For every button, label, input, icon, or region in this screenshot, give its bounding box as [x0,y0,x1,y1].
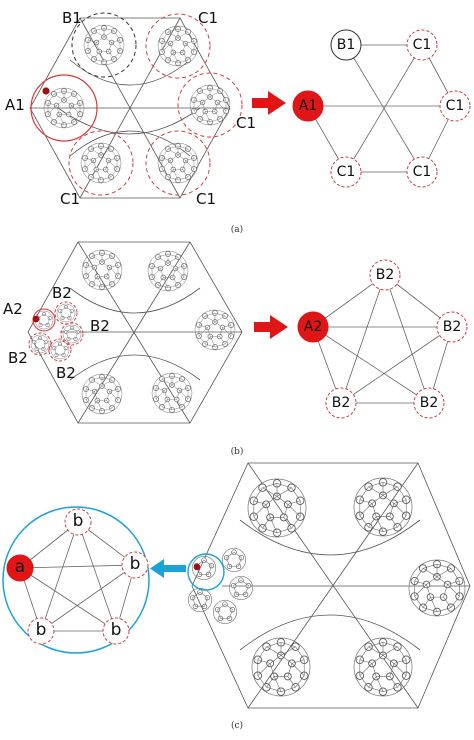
cluster-ring-b1 [71,12,137,78]
panel-c-network [191,462,471,709]
label-b2: B2 [8,349,28,367]
graph-label-b: b [111,620,122,640]
label-b1: B1 [62,9,82,27]
graph-label-c1: C1 [413,37,432,53]
cluster-ring-b2 [48,338,72,362]
graph-node-a1 [292,90,324,122]
hub-node [32,315,40,323]
graph-node-c1 [330,156,362,188]
graph-label-b2: B2 [443,319,462,335]
label-c1: C1 [198,9,218,27]
graph-label-a2: A2 [304,319,322,335]
panel-b-network [27,241,243,424]
cluster [408,559,466,617]
graph-node-c1 [406,29,438,61]
cluster-ring-c1 [68,130,134,196]
label-c1: C1 [236,114,256,132]
graph-label-a1: A1 [299,98,317,114]
sub-cluster [30,334,50,354]
graph-label-b: b [36,620,47,640]
graph-label-b: b [73,511,84,531]
graph-node-b2 [436,311,468,343]
cluster-ring-c1 [177,72,243,138]
red-arrow-icon [252,91,286,115]
cluster-ring-b2 [60,322,84,346]
panel-c: b a b b b (c) [2,462,471,731]
graph-node-b2 [413,387,445,419]
sub-cluster [228,575,254,601]
sub-cluster [56,303,76,323]
cluster-ring-c1 [145,130,211,196]
cyan-arrow-icon [150,559,186,578]
label-b2: B2 [90,317,110,335]
label-c1: C1 [60,190,80,208]
graph-node-b2 [369,259,401,291]
hub-node [42,87,50,95]
connector-arc [69,59,191,86]
label-b2: B2 [56,364,76,382]
graph-label-b2: B2 [420,395,439,411]
graph-node-a [6,554,34,582]
graph-node-a2 [297,311,329,343]
connector-arc [69,130,191,157]
cluster-ring-c1 [145,13,211,79]
graph-label-b: b [130,554,141,574]
graph-label-b1: B1 [337,37,356,53]
graph-node-b [102,617,130,645]
panel-a-network [29,17,231,199]
cluster-ring-a1 [30,74,98,142]
zoom-ring [187,553,225,591]
cluster [247,478,307,538]
graph-node-c1 [439,90,471,122]
label-a1: A1 [5,96,25,114]
label-a2: A2 [3,300,23,318]
panel-b: A2 B2 B2 B2 B2 B2 A2 B2 B2 B2 [3,241,468,457]
graph-label-b2: B2 [376,267,395,283]
connector-arc [57,107,201,135]
panel-a: B1 C1 A1 C1 C1 C1 B1 C1 A1 C1 C1 C [5,9,471,235]
graph-node-b [121,551,149,579]
caption-b: (b) [231,446,244,457]
graph-node-b [27,617,55,645]
graph-label-a: a [15,557,25,577]
label-c1: C1 [196,190,216,208]
cluster-ring-b2 [54,301,78,325]
cluster [81,249,123,291]
caption-c: (c) [231,720,243,731]
hexagon-outline [27,241,243,424]
graph-node-b2 [325,387,357,419]
graph-label-c1: C1 [413,164,432,180]
caption-a: (a) [231,224,243,235]
zoom-circle [2,506,150,654]
cluster [147,250,189,292]
cluster [151,372,193,414]
panel-a-graph [307,44,456,173]
cluster [157,142,199,184]
cluster [80,142,122,184]
cluster [189,84,231,126]
cluster [353,477,413,537]
cluster [83,24,125,66]
cluster-ring-b2 [28,332,52,356]
sub-cluster [187,587,213,613]
graph-node-b [64,508,92,536]
sub-cluster [212,599,238,625]
panel-b-graph [312,274,453,404]
graph-node-c1 [406,156,438,188]
graph-label-c1: C1 [446,98,465,114]
red-arrow-icon [254,315,288,339]
cluster [251,637,311,697]
graph-label-b2: B2 [332,395,351,411]
cluster [353,637,413,697]
cluster [81,373,123,415]
cluster [194,309,236,351]
sub-cluster [221,547,247,573]
hub-node [193,563,201,571]
graph-label-c1: C1 [337,164,356,180]
label-b2: B2 [52,284,72,302]
graph-node-b1 [330,29,362,61]
